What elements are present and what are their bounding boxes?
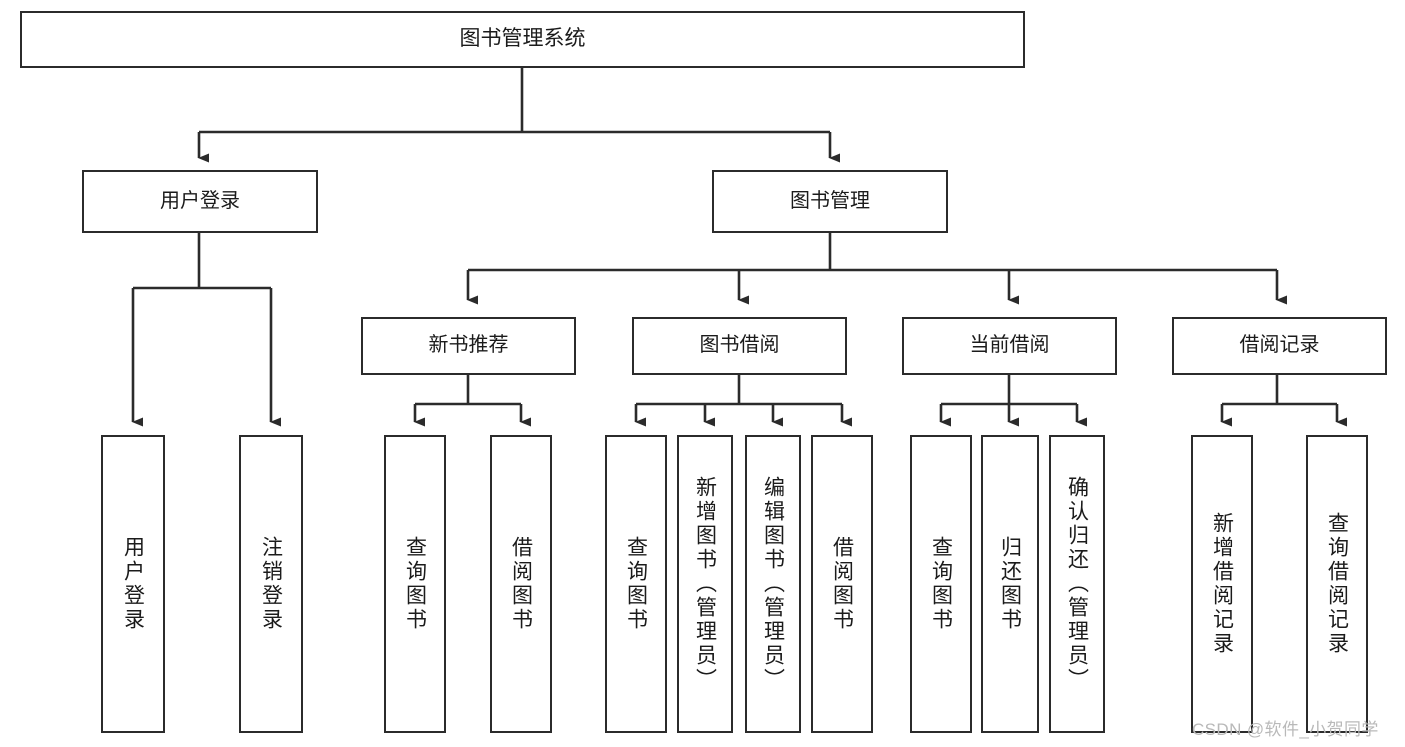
book-borrow-connectors: [634, 375, 852, 427]
node-leaf-edit-book-label: 编辑图书（管理员）: [761, 476, 785, 692]
node-leaf-user-login-label: 用户登录: [121, 536, 145, 632]
node-leaf-query-book-1-label: 查询图书: [403, 536, 427, 632]
node-root-label: 图书管理系统: [459, 27, 586, 51]
node-leaf-query-record[interactable]: 查询借阅记录: [1306, 435, 1368, 733]
user-login-connectors: [131, 233, 281, 427]
node-book-borrow-label: 图书借阅: [699, 334, 780, 357]
node-leaf-query-book-1[interactable]: 查询图书: [384, 435, 446, 733]
node-leaf-add-record-label: 新增借阅记录: [1210, 512, 1234, 656]
book-management-connectors: [466, 233, 1287, 305]
node-leaf-logout-login[interactable]: 注销登录: [239, 435, 303, 733]
node-leaf-user-login[interactable]: 用户登录: [101, 435, 165, 733]
node-leaf-query-book-3[interactable]: 查询图书: [910, 435, 972, 733]
node-leaf-add-record[interactable]: 新增借阅记录: [1191, 435, 1253, 733]
node-user-login-label: 用户登录: [160, 189, 240, 212]
node-leaf-return-book-label: 归还图书: [998, 536, 1022, 632]
new-book-recommend-connectors: [413, 375, 531, 427]
node-user-login[interactable]: 用户登录: [82, 170, 318, 233]
node-new-book-recommend-label: 新书推荐: [428, 334, 509, 357]
node-current-borrow[interactable]: 当前借阅: [902, 317, 1117, 375]
borrow-record-connectors: [1220, 375, 1347, 427]
node-leaf-add-book-label: 新增图书（管理员）: [693, 476, 717, 692]
node-leaf-add-book[interactable]: 新增图书（管理员）: [677, 435, 733, 733]
current-borrow-connectors: [939, 375, 1087, 427]
node-leaf-borrow-book-1[interactable]: 借阅图书: [490, 435, 552, 733]
node-root-book-management-system[interactable]: 图书管理系统: [20, 11, 1025, 68]
node-book-management-label: 图书管理: [790, 189, 870, 212]
node-leaf-confirm-return[interactable]: 确认归还（管理员）: [1049, 435, 1105, 733]
node-leaf-query-book-2-label: 查询图书: [624, 536, 648, 632]
node-leaf-confirm-return-label: 确认归还（管理员）: [1065, 476, 1089, 692]
node-book-management[interactable]: 图书管理: [712, 170, 948, 233]
root-connectors: [197, 68, 840, 163]
node-leaf-logout-login-label: 注销登录: [259, 536, 283, 632]
node-leaf-query-record-label: 查询借阅记录: [1325, 512, 1349, 656]
watermark-text: CSDN @软件_小贺同学: [1192, 720, 1379, 739]
node-borrow-record-label: 借阅记录: [1239, 334, 1320, 357]
node-leaf-borrow-book-1-label: 借阅图书: [509, 536, 533, 632]
node-leaf-edit-book[interactable]: 编辑图书（管理员）: [745, 435, 801, 733]
node-leaf-borrow-book-2-label: 借阅图书: [830, 536, 854, 632]
node-current-borrow-label: 当前借阅: [969, 334, 1050, 357]
node-new-book-recommend[interactable]: 新书推荐: [361, 317, 576, 375]
node-leaf-query-book-3-label: 查询图书: [929, 536, 953, 632]
node-leaf-borrow-book-2[interactable]: 借阅图书: [811, 435, 873, 733]
node-leaf-query-book-2[interactable]: 查询图书: [605, 435, 667, 733]
node-leaf-return-book[interactable]: 归还图书: [981, 435, 1039, 733]
node-book-borrow[interactable]: 图书借阅: [632, 317, 847, 375]
node-borrow-record[interactable]: 借阅记录: [1172, 317, 1387, 375]
